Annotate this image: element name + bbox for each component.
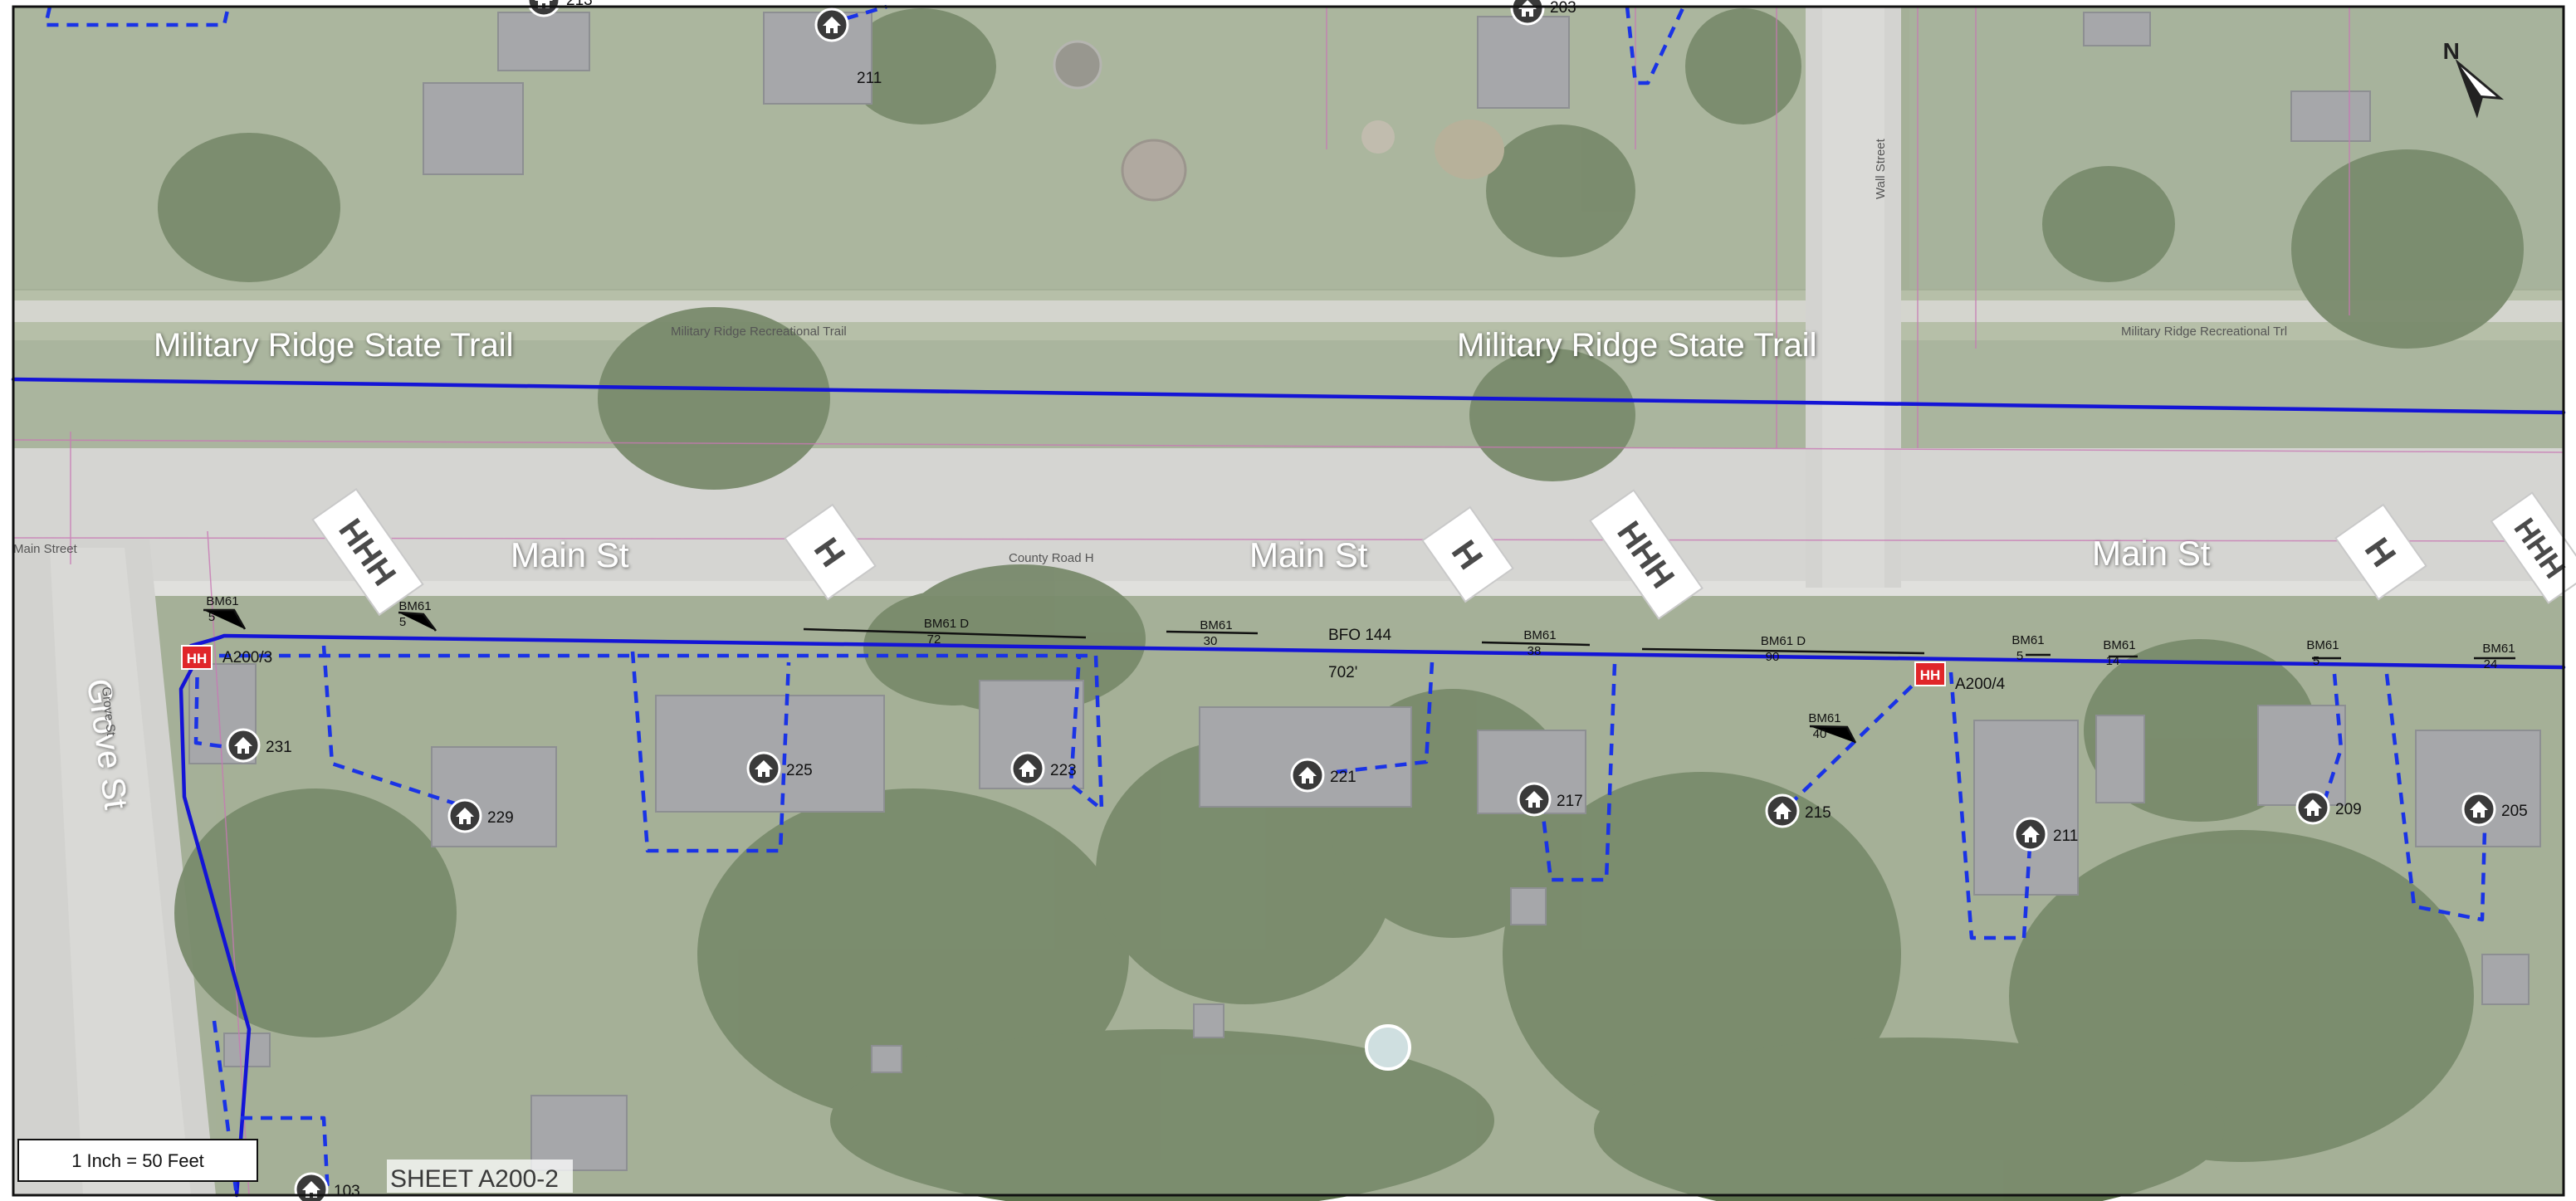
home-icon	[746, 751, 781, 786]
home-icon	[814, 7, 849, 42]
address-label: 217	[1557, 793, 1583, 810]
cable-label-bottom: 5	[399, 615, 406, 629]
address-label: 211	[857, 70, 882, 87]
north-arrow: N	[2443, 38, 2505, 119]
home-icon	[1765, 793, 1800, 828]
scale-box: 1 Inch = 50 Feet	[17, 1139, 258, 1182]
cable-label-top: BM61	[1808, 711, 1840, 725]
street-label-wall: Wall Street	[1874, 138, 1888, 199]
trail-label-small: Military Ridge Recreational Trl	[2121, 325, 2287, 339]
cable-label-top: BM61	[2011, 633, 2044, 647]
home-icon	[447, 798, 482, 833]
cable-label-top: BM61	[398, 599, 431, 613]
cable-label-top: BM61 D	[1761, 634, 1806, 648]
address-label: 209	[2335, 801, 2362, 818]
street-label-county-road: County Road H	[1009, 551, 1094, 565]
service-drops	[43, 4, 2487, 1196]
fiber-routes	[11, 377, 2566, 1198]
address-marker[interactable]: 213	[526, 0, 593, 17]
cable-label-bottom: 90	[1766, 650, 1780, 664]
cable-label-top: BM61	[2103, 638, 2135, 652]
street-label-main-clipped: Main Street	[13, 542, 78, 556]
parcel-lines	[12, 7, 2564, 1196]
fiber-length-label: 702'	[1328, 664, 1357, 681]
scale-label: 1 Inch = 50 Feet	[71, 1150, 204, 1171]
street-label-main: Main St	[2092, 534, 2211, 573]
address-label: 205	[2501, 803, 2528, 820]
handhole-label: A200/4	[1955, 676, 2006, 693]
handhole-icon-text: HH	[187, 651, 208, 666]
trail-label: Military Ridge State Trail	[154, 327, 513, 364]
trail-label-small: Military Ridge Recreational Trail	[671, 325, 847, 339]
address-label: 221	[1330, 769, 1356, 786]
address-label: 225	[786, 762, 813, 779]
street-label-main: Main St	[511, 535, 629, 574]
address-marker[interactable]: 217	[1517, 782, 1583, 817]
cable-label-top: BM61	[206, 594, 238, 608]
address-label: 231	[266, 739, 292, 756]
address-label: 215	[1805, 804, 1831, 822]
cable-label-top: BM61	[2482, 642, 2515, 656]
address-marker[interactable]: 221	[1290, 758, 1356, 793]
street-label-grove-small: Grove St	[99, 686, 118, 737]
handhole-icon	[1914, 662, 1946, 686]
cable-spans	[203, 608, 2515, 744]
aerial-imagery	[13, 7, 2564, 1201]
sheet-label: SHEET A200-2	[390, 1165, 559, 1193]
address-marker[interactable]: 211	[2013, 817, 2078, 852]
handhole-icon-text: HH	[1920, 667, 1941, 683]
handhole-label: A200/3	[222, 649, 272, 666]
cable-label-bottom: 30	[1204, 634, 1218, 648]
cable-label-bottom: 14	[2106, 654, 2120, 668]
home-icon	[226, 728, 261, 763]
address-label: 229	[487, 809, 514, 827]
cable-label-bottom: 38	[1528, 644, 1542, 658]
address-marker[interactable]: 215	[1765, 793, 1831, 828]
address-marker[interactable]: 205	[2461, 792, 2528, 827]
north-arrow-label: N	[2443, 38, 2460, 64]
address-marker[interactable]: 203	[1510, 0, 1576, 26]
home-icon	[2461, 792, 2496, 827]
cable-label-bottom: 5	[2016, 649, 2023, 663]
home-icon	[2295, 790, 2330, 825]
address-marker[interactable]: 209	[2295, 790, 2362, 825]
trail-label: Military Ridge State Trail	[1457, 327, 1816, 364]
cable-label-bottom: 72	[927, 632, 941, 647]
address-label: 213	[566, 0, 593, 9]
handholes: HH A200/3 HH A200/4	[181, 645, 2006, 693]
cable-label-bottom: 40	[1813, 727, 1827, 741]
cable-label-top: BM61	[1200, 618, 1232, 632]
cable-label-top: BM61	[2306, 638, 2339, 652]
street-label-main: Main St	[1249, 535, 1368, 574]
sheet-label-box: SHEET A200-2	[387, 1160, 573, 1193]
north-arrow-icon	[2455, 58, 2505, 119]
address-label: 223	[1050, 762, 1077, 779]
handhole-a200-4[interactable]: HH A200/4	[1914, 662, 2006, 693]
address-marker[interactable]: 223	[1010, 751, 1077, 786]
cable-label-bottom: 24	[2484, 657, 2498, 671]
address-marker[interactable]: 229	[447, 798, 514, 833]
address-marker[interactable]: 225	[746, 751, 813, 786]
fiber-cable-label: BFO 144	[1328, 627, 1391, 644]
home-icon	[294, 1172, 329, 1201]
home-icon	[1510, 0, 1545, 26]
cable-label-top: BM61	[1523, 628, 1556, 642]
address-label: 103	[334, 1183, 360, 1200]
address-marker[interactable]: 211	[814, 7, 882, 87]
address-label: 203	[1550, 0, 1576, 17]
handhole-a200-3[interactable]: HH A200/3	[181, 645, 272, 670]
home-icon	[2013, 817, 2048, 852]
cable-labels: BM61 5 BM61 5 BM61 D 72 BM61 30 BM61 38 …	[206, 594, 2515, 741]
home-icon	[1517, 782, 1552, 817]
cable-label-bottom: 5	[208, 610, 215, 624]
address-marker[interactable]: 231	[226, 728, 292, 763]
handhole-icon	[181, 645, 213, 670]
home-icon	[1290, 758, 1325, 793]
cable-label-top: BM61 D	[924, 617, 969, 631]
cable-label-bottom: 5	[2313, 654, 2319, 668]
home-icon	[1010, 751, 1045, 786]
address-label: 211	[2053, 828, 2078, 845]
